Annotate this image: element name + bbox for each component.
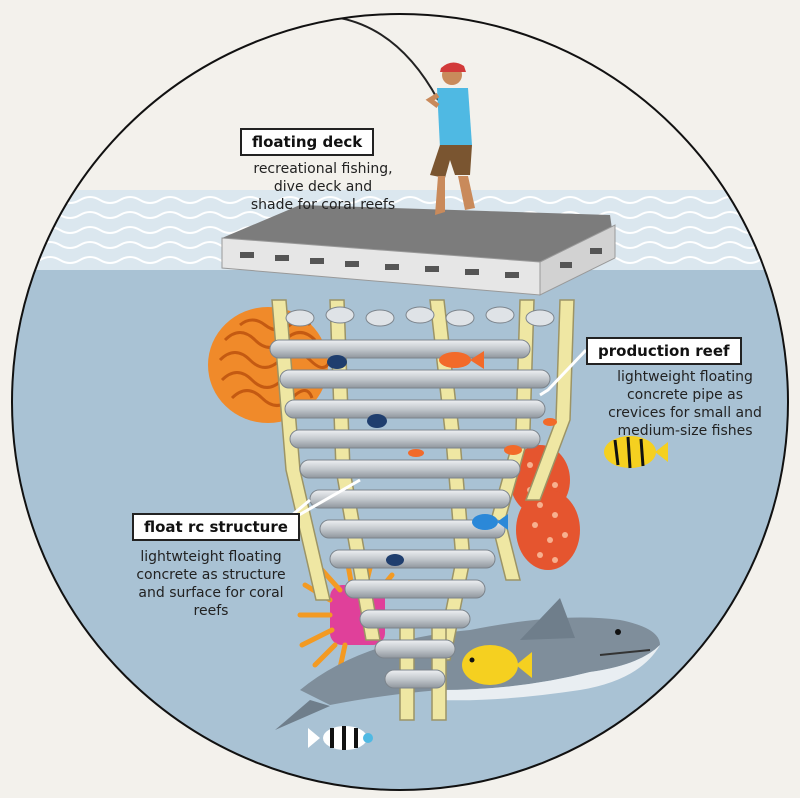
desc-line: shade for coral reefs	[250, 197, 396, 213]
pipe-grid	[269, 306, 555, 689]
small-orange-fish	[408, 418, 557, 457]
desc-line: recreational fishing,	[253, 161, 393, 177]
desc-line: reefs	[193, 603, 229, 619]
float-rc-structure-description: lightwteight floating concrete as struct…	[120, 548, 302, 620]
floating-deck-title: floating deck	[240, 128, 375, 156]
desc-line: lightwteight floating	[140, 549, 282, 565]
desc-line: medium-size fishes	[617, 423, 753, 439]
floating-deck-description: recreational fishing, dive deck and shad…	[228, 160, 418, 214]
damsel-fish	[308, 726, 373, 750]
desc-line: dive deck and	[273, 179, 373, 195]
desc-line: and surface for coral	[138, 585, 284, 601]
butterfly-fish	[604, 436, 668, 469]
production-reef-leader	[539, 348, 588, 397]
desc-line: concrete pipe as	[626, 387, 744, 403]
desc-line: concrete as structure	[136, 567, 286, 583]
floating-deck	[221, 205, 616, 296]
circle-outline	[11, 13, 789, 791]
desc-line: lightweight floating	[617, 369, 753, 385]
fisherman	[339, 17, 475, 215]
desc-line: crevices for small and	[608, 405, 762, 421]
blue-fish	[472, 514, 508, 530]
orange-fish	[439, 351, 484, 369]
production-reef-description: lightweight floating concrete pipe as cr…	[585, 368, 785, 440]
float-rc-structure-title: float rc structure	[132, 513, 300, 541]
yellow-tang	[462, 645, 532, 685]
striped-fish	[327, 355, 404, 566]
production-reef-title: production reef	[586, 337, 742, 365]
